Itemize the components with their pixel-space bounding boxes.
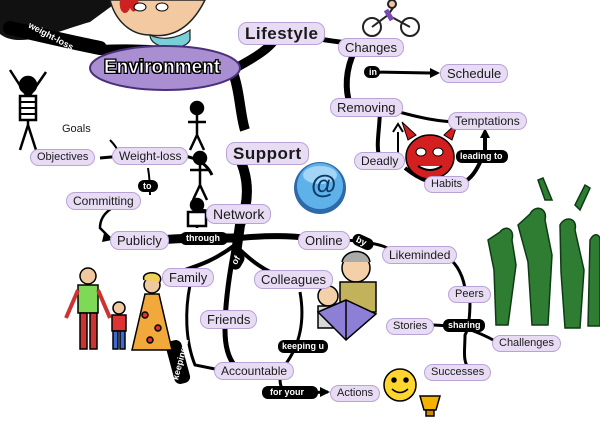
at-sign-icon [294, 162, 346, 214]
changes-node: Changes [338, 38, 405, 57]
connector-pills [138, 66, 508, 399]
deadly-node: Deadly [354, 152, 406, 170]
network-node: Network [206, 204, 272, 224]
accountable-node: Accountable [214, 362, 295, 380]
family-icon [64, 267, 173, 351]
sharing-connector: sharing [448, 320, 481, 330]
to-connector: to [143, 181, 152, 191]
friends-node: Friends [200, 310, 258, 329]
successes-node: Successes [424, 364, 492, 381]
in-connector: in [369, 67, 377, 77]
habits-node: Habits [424, 176, 470, 193]
schedule-node: Schedule [440, 64, 509, 83]
cyclist-icon [362, 0, 420, 37]
stories-node: Stories [386, 318, 435, 335]
support-node: Support [226, 142, 309, 165]
goals-node: Goals [62, 123, 91, 135]
devil-icon [392, 121, 459, 180]
likeminded-node: Likeminded [382, 246, 458, 264]
smiley-trophy-icon [383, 368, 441, 417]
actions-node: Actions [330, 385, 381, 402]
family-node: Family [162, 268, 215, 287]
through-connector: through [186, 233, 220, 243]
celebrating-people-icon [487, 177, 600, 329]
environment-banner [89, 45, 241, 91]
colleagues-node: Colleagues [254, 270, 334, 289]
weight-loss-node: Weight-loss [112, 147, 189, 165]
environment-label: Environment [104, 57, 221, 78]
removing-node: Removing [330, 98, 403, 117]
lifestyle-node: Lifestyle [238, 22, 326, 45]
leading-to-connector: leading to [460, 151, 503, 161]
standing-figure-icon [8, 69, 48, 151]
publicly-node: Publicly [110, 231, 169, 250]
online-node: Online [298, 231, 350, 250]
temptations-node: Temptations [448, 112, 527, 130]
challenges-node: Challenges [492, 335, 562, 352]
at-sign-label: @ [311, 169, 337, 199]
peers-node: Peers [448, 286, 491, 303]
for-your-connector: for your [270, 387, 305, 397]
committing-node: Committing [66, 192, 141, 210]
keeping-u-right-connector: keeping u [282, 341, 325, 351]
readers-icon [316, 250, 378, 342]
objectives-node: Objectives [30, 149, 96, 166]
